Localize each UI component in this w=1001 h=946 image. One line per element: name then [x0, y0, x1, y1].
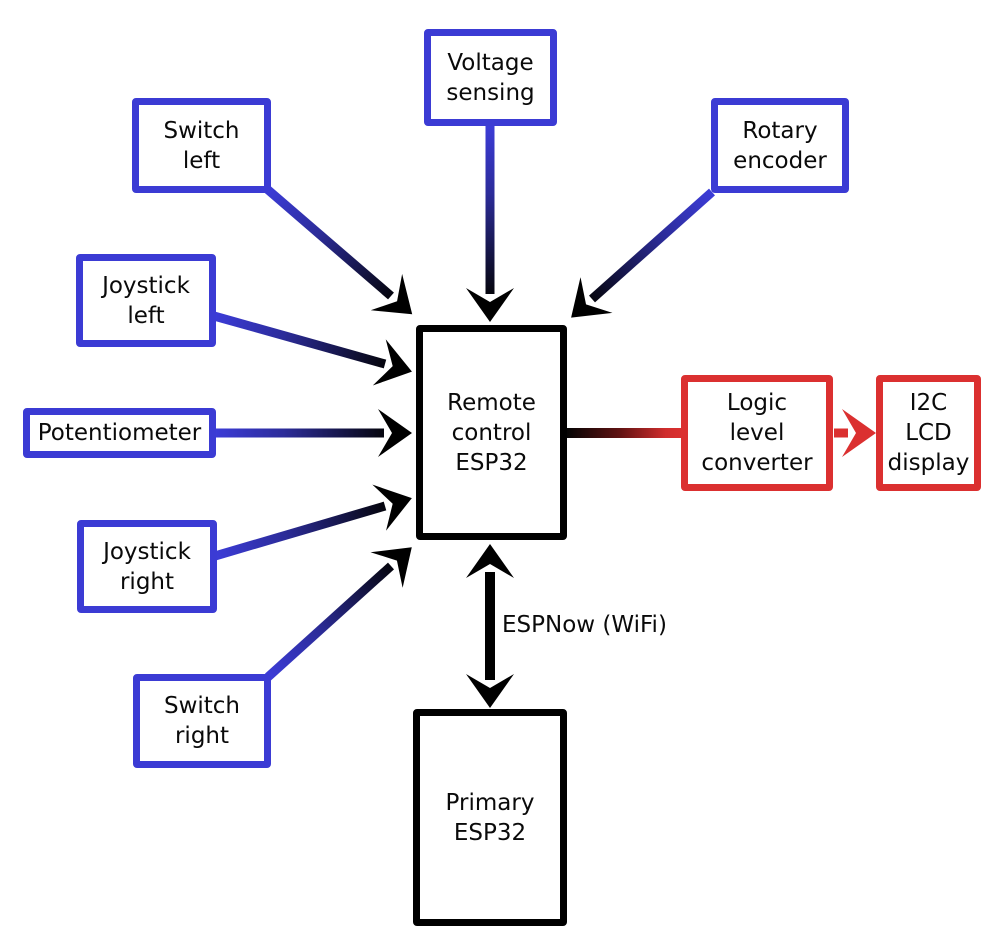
node-primary-esp32-label: Primary ESP32	[445, 789, 535, 846]
node-switch-left: Switch left	[132, 98, 271, 193]
arrow-joystick-left-to-remote	[212, 311, 412, 386]
node-remote-control-esp32-label: Remote control ESP32	[447, 389, 536, 476]
arrow-joystick-right-to-remote	[213, 484, 412, 561]
node-logic-level-converter: Logic level converter	[681, 375, 833, 491]
node-switch-right-label: Switch right	[163, 693, 241, 749]
node-switch-left-label: Switch left	[163, 117, 240, 174]
node-logic-level-converter-label: Logic level converter	[701, 390, 813, 476]
node-switch-right: Switch right	[133, 674, 271, 768]
node-voltage-sensing: Voltage sensing	[424, 29, 557, 126]
node-joystick-right: Joystick right	[77, 520, 217, 613]
node-joystick-right-label: Joystick right	[103, 538, 191, 595]
node-i2c-lcd-display: I2C LCD display	[876, 375, 981, 491]
node-i2c-lcd-display-label: I2C LCD display	[887, 390, 970, 476]
node-joystick-left-label: Joystick left	[102, 272, 190, 329]
arrow-switch-left-to-remote	[264, 185, 413, 315]
espnow-wifi-label: ESPNow (WiFi)	[502, 612, 667, 638]
node-remote-control-esp32: Remote control ESP32	[416, 325, 567, 540]
node-potentiometer: Potentiometer	[23, 408, 216, 458]
arrow-switch-right-to-remote	[264, 547, 412, 681]
node-rotary-encoder: Rotary encoder	[711, 98, 849, 193]
arrow-rotary-encoder-to-remote	[571, 188, 715, 318]
node-potentiometer-label: Potentiometer	[37, 420, 202, 446]
node-primary-esp32: Primary ESP32	[413, 709, 567, 926]
node-rotary-encoder-label: Rotary encoder	[733, 117, 827, 174]
node-joystick-left: Joystick left	[76, 254, 216, 347]
node-voltage-sensing-label: Voltage sensing	[446, 49, 535, 106]
